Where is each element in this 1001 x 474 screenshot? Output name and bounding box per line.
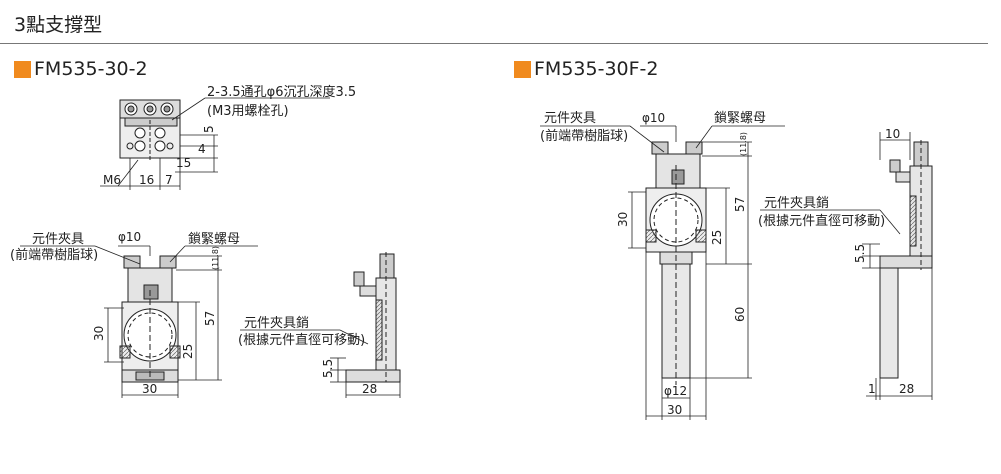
bolt-hole-note: 2-3.5通孔φ6沉孔深度3.5	[207, 84, 356, 100]
dim-16: 16	[139, 173, 154, 187]
dim-m6: M6	[103, 173, 121, 187]
dim-30-height: 30	[92, 326, 106, 341]
phi12-label: φ12	[664, 384, 687, 398]
dim-57-right: 57	[733, 197, 747, 212]
dim-11-8-right: (11.8)	[739, 132, 748, 156]
dim-30-height-right: 30	[616, 212, 630, 227]
dim-11-8: (11.8)	[211, 246, 220, 270]
dim-30-width: 30	[142, 382, 157, 396]
dim-5: 5	[202, 125, 216, 133]
section-label: FM535-30F-2	[534, 58, 659, 80]
page-title: 3點支撐型	[14, 14, 103, 36]
right-front-dims	[540, 125, 785, 420]
right-side-view	[879, 140, 933, 379]
accent-square-icon	[14, 60, 31, 78]
dim-28-right: 28	[899, 382, 914, 396]
dim-7: 7	[165, 173, 173, 187]
dim-60-right: 60	[733, 307, 747, 322]
dim-30-width-right: 30	[667, 403, 682, 417]
accent-square-icon	[514, 60, 531, 78]
left-top-view	[119, 99, 181, 160]
dim-25-right: 25	[710, 230, 724, 245]
dim-10-right: 10	[885, 127, 900, 141]
pin-sub-label-right: (根據元件直徑可移動)	[758, 214, 885, 229]
dim-1-right: 1	[868, 382, 876, 396]
section-header-fm535-30-2: FM535-30-2	[14, 58, 148, 80]
dim-25: 25	[181, 344, 195, 359]
left-side-view	[345, 252, 401, 383]
left-front-dims	[20, 245, 258, 398]
dim-28: 28	[362, 382, 377, 396]
holder-label-right: 元件夾具	[544, 111, 596, 126]
section-header-fm535-30f-2: FM535-30F-2	[514, 58, 659, 80]
left-side-dims	[240, 329, 401, 398]
phi10-label: φ10	[118, 230, 141, 244]
pin-label-right: 元件夾具銷	[764, 195, 829, 211]
left-front-view	[119, 255, 181, 383]
dim-5-5-right: 5.5	[853, 244, 867, 263]
dim-57: 57	[203, 311, 217, 326]
pin-label: 元件夾具銷	[244, 315, 309, 331]
holder-sub-label: (前端帶樹脂球)	[10, 247, 98, 263]
section-label: FM535-30-2	[34, 58, 148, 80]
phi10-label-right: φ10	[642, 111, 665, 125]
right-front-view	[645, 141, 707, 385]
dim-4: 4	[198, 142, 206, 156]
title-divider	[0, 43, 988, 44]
bolt-hole-note-sub: (M3用螺栓孔)	[207, 104, 289, 119]
holder-label: 元件夾具	[32, 232, 84, 247]
pin-sub-label: (根據元件直徑可移動)	[238, 333, 365, 348]
dim-5-5: 5.5	[321, 359, 335, 378]
left-top-view-dims	[100, 97, 330, 190]
right-side-dims	[760, 132, 933, 400]
dim-15: 15	[176, 156, 191, 170]
nut-label: 鎖緊螺母	[188, 231, 240, 247]
nut-label-right: 鎖緊螺母	[714, 110, 766, 126]
holder-sub-label-right: (前端帶樹脂球)	[540, 128, 628, 144]
